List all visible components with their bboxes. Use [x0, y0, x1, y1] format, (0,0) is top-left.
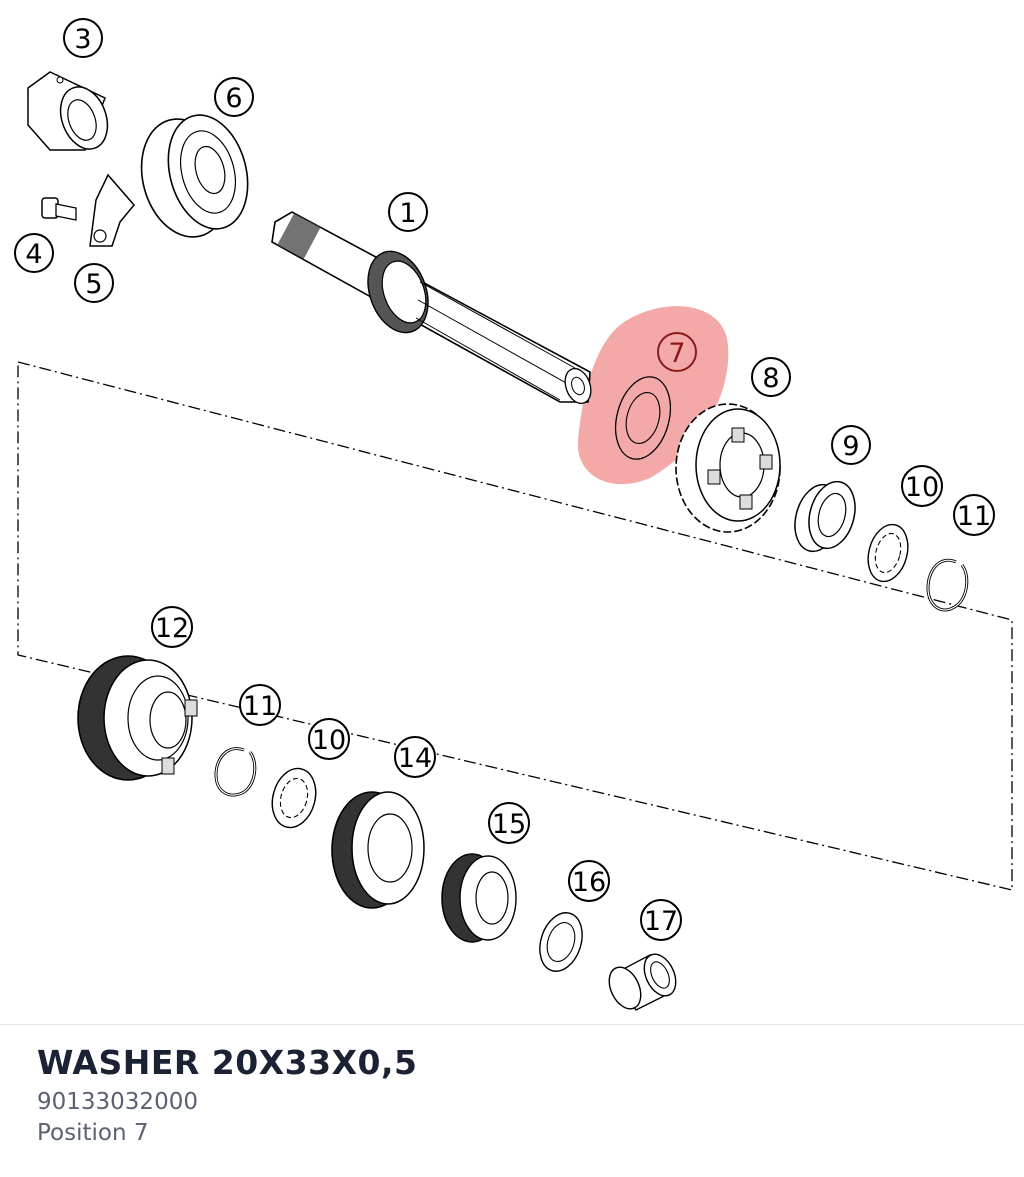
svg-text:16: 16 — [572, 867, 606, 898]
position-label-10-lower[interactable]: 10 — [308, 718, 350, 760]
part-1-main-shaft[interactable] — [271, 211, 595, 407]
part-9-bushing[interactable] — [788, 476, 862, 556]
svg-text:8: 8 — [762, 363, 779, 394]
position-label-10-upper[interactable]: 10 — [901, 465, 943, 507]
part-info-panel: WASHER 20X33X0,5 90133032000 Position 7 — [37, 1040, 417, 1149]
part-14-gear[interactable] — [331, 791, 425, 909]
position-label-8[interactable]: 8 — [751, 357, 791, 397]
assembly-outline — [17, 361, 1013, 891]
svg-text:15: 15 — [492, 809, 526, 840]
part-number: 90133032000 — [37, 1089, 198, 1115]
svg-text:6: 6 — [225, 83, 242, 114]
position-label-5[interactable]: 5 — [74, 263, 114, 303]
part-17-needle-bearing[interactable] — [603, 949, 682, 1014]
position-label-3[interactable]: 3 — [63, 18, 103, 58]
svg-text:12: 12 — [155, 613, 189, 644]
position-label-4[interactable]: 4 — [14, 233, 54, 273]
exploded-parts-diagram: 1 3 4 5 6 7 8 9 10 11 12 11 — [14, 18, 1013, 1014]
position-label-7[interactable]: 7 — [657, 332, 697, 372]
part-8-gear[interactable] — [675, 403, 781, 533]
part-16-washer[interactable] — [533, 907, 590, 976]
part-11-circlip-upper[interactable] — [926, 558, 969, 612]
part-10-lock-washer-lower[interactable] — [266, 764, 322, 833]
svg-text:7: 7 — [668, 338, 685, 369]
part-5-bracket[interactable] — [89, 173, 135, 247]
svg-text:9: 9 — [842, 431, 859, 462]
position-label-17[interactable]: 17 — [640, 899, 682, 941]
svg-text:4: 4 — [25, 239, 42, 270]
svg-text:10: 10 — [905, 472, 939, 503]
part-7-washer[interactable] — [607, 371, 679, 466]
part-11-circlip-lower[interactable] — [214, 747, 257, 797]
part-10-lock-washer-upper[interactable] — [862, 520, 914, 586]
svg-text:5: 5 — [85, 269, 102, 300]
position-label-9[interactable]: 9 — [831, 425, 871, 465]
svg-text:14: 14 — [398, 743, 432, 774]
svg-text:10: 10 — [312, 725, 346, 756]
svg-text:11: 11 — [243, 691, 277, 722]
position-label-16[interactable]: 16 — [568, 860, 610, 902]
part-position: Position 7 — [37, 1120, 149, 1146]
position-label-11-upper[interactable]: 11 — [953, 494, 995, 536]
part-4-screw[interactable] — [41, 197, 77, 221]
position-label-6[interactable]: 6 — [214, 77, 254, 117]
part-12-gear[interactable] — [77, 655, 198, 781]
svg-text:11: 11 — [957, 501, 991, 532]
part-name: WASHER 20X33X0,5 — [37, 1043, 418, 1082]
position-label-11-lower[interactable]: 11 — [239, 684, 281, 726]
position-label-15[interactable]: 15 — [488, 802, 530, 844]
position-label-12[interactable]: 12 — [151, 606, 193, 648]
svg-text:17: 17 — [644, 906, 678, 937]
position-label-1[interactable]: 1 — [388, 192, 428, 232]
svg-text:1: 1 — [399, 198, 416, 229]
part-6-bearing[interactable] — [129, 106, 260, 247]
part-3-bushing[interactable] — [27, 71, 116, 156]
svg-text:3: 3 — [74, 24, 91, 55]
part-15-gear[interactable] — [441, 853, 517, 943]
position-label-14[interactable]: 14 — [394, 736, 436, 778]
divider — [0, 1024, 1024, 1025]
